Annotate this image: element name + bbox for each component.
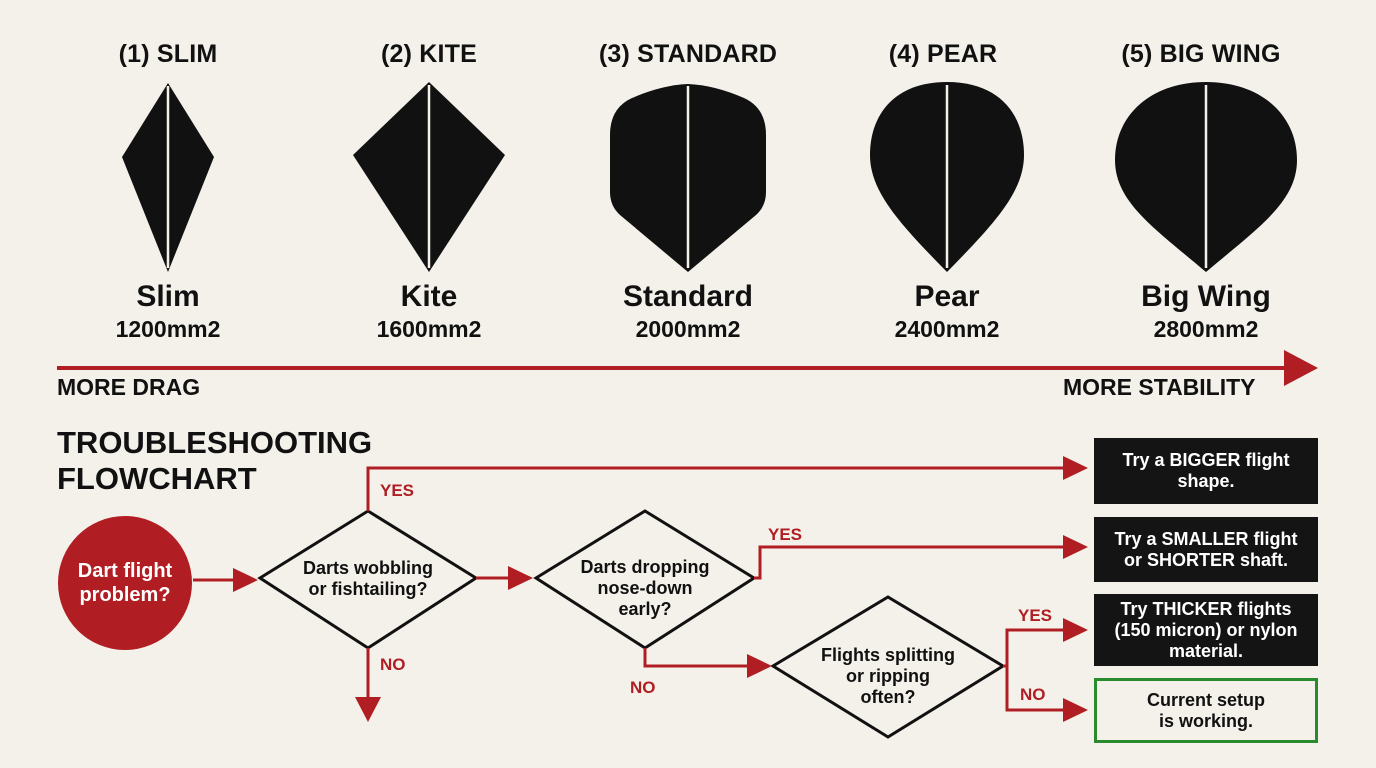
shape-area-pear: 2400mm2 — [894, 316, 1000, 342]
decision2-line2: nose-down — [597, 577, 693, 598]
outcome-bigger-flight: Try a BIGGER flight shape. — [1094, 438, 1318, 504]
outcome-setup-working: Current setup is working. — [1094, 678, 1318, 743]
flowchart-title-line2: FLOWCHART — [57, 461, 257, 496]
outcome1-line1: Try a BIGGER flight — [1122, 450, 1290, 470]
kite-flight-icon — [353, 82, 505, 272]
decision1-line2: or fishtailing? — [308, 579, 428, 599]
shape-area-slim: 1200mm2 — [115, 316, 221, 342]
decision1-label: Darts wobbling or fishtailing? — [272, 556, 464, 602]
standard-flight-icon — [610, 84, 766, 272]
decision3-line3: often? — [860, 686, 916, 707]
start-line1: Dart flight — [77, 560, 173, 582]
shape-name-slim: Slim — [136, 280, 200, 313]
decision2-line1: Darts dropping — [580, 556, 710, 577]
drag-stability-scale-arrow — [57, 350, 1318, 386]
decision2-yes-label: YES — [768, 525, 803, 544]
decision1-line1: Darts wobbling — [303, 558, 433, 578]
shape-name-standard: Standard — [622, 280, 754, 313]
decision1-no-label: NO — [380, 655, 406, 674]
flowchart-title: TROUBLESHOOTING FLOWCHART — [57, 425, 372, 497]
shape-name-big-wing: Big Wing — [1141, 280, 1271, 313]
start-node-label: Dart flight problem? — [56, 518, 194, 648]
outcome2-line2: or SHORTER shaft. — [1123, 549, 1288, 570]
flow-arrowheads — [233, 456, 1088, 722]
shape-area-standard: 2000mm2 — [635, 316, 741, 342]
shape-name-kite: Kite — [400, 280, 458, 313]
shape-area-big-wing: 2800mm2 — [1153, 316, 1259, 342]
outcome-thicker-flights: Try THICKER flights (150 micron) or nylo… — [1094, 594, 1318, 666]
shape-heading-kite: (2) KITE — [380, 40, 478, 68]
shape-heading-pear: (4) PEAR — [888, 40, 998, 68]
outcome-smaller-flight: Try a SMALLER flight or SHORTER shaft. — [1094, 517, 1318, 582]
shape-name-pear: Pear — [914, 280, 980, 313]
outcome3-line2: (150 micron) or nylon — [1114, 619, 1298, 640]
flowchart-title-line1: TROUBLESHOOTING — [57, 425, 373, 460]
outcome3-line3: material. — [1168, 640, 1244, 661]
decision2-line3: early? — [618, 598, 672, 619]
shape-heading-big-wing: (5) BIG WING — [1121, 40, 1281, 68]
outcome4-line2: is working. — [1158, 710, 1253, 731]
decision3-yes-label: YES — [1018, 606, 1053, 625]
decision2-label: Darts dropping nose-down early? — [555, 554, 735, 622]
outcome4-line1: Current setup — [1146, 689, 1265, 710]
more-stability-label: MORE STABILITY — [1063, 374, 1256, 400]
decision3-label: Flights splitting or ripping often? — [793, 642, 983, 710]
outcome3-line1: Try THICKER flights — [1120, 598, 1292, 619]
slim-flight-icon — [122, 83, 214, 272]
decision3-no-label: NO — [1020, 685, 1046, 704]
decision3-line2: or ripping — [845, 665, 930, 686]
big-wing-flight-icon — [1115, 82, 1297, 272]
decision2-no-label: NO — [630, 678, 656, 697]
flow-connectors — [193, 466, 1070, 712]
start-line2: problem? — [79, 584, 171, 606]
decision1-yes-label: YES — [380, 481, 415, 500]
shape-area-kite: 1600mm2 — [376, 316, 482, 342]
decision3-diamond — [770, 595, 1006, 739]
outcome1-line2: shape. — [1177, 471, 1235, 491]
start-node-circle — [58, 516, 192, 650]
shape-heading-standard: (3) STANDARD — [598, 40, 778, 68]
pear-flight-icon — [870, 82, 1024, 272]
shape-heading-slim: (1) SLIM — [118, 40, 218, 68]
more-drag-label: MORE DRAG — [57, 374, 201, 400]
outcome2-line1: Try a SMALLER flight — [1114, 528, 1298, 549]
decision3-line1: Flights splitting — [821, 644, 955, 665]
